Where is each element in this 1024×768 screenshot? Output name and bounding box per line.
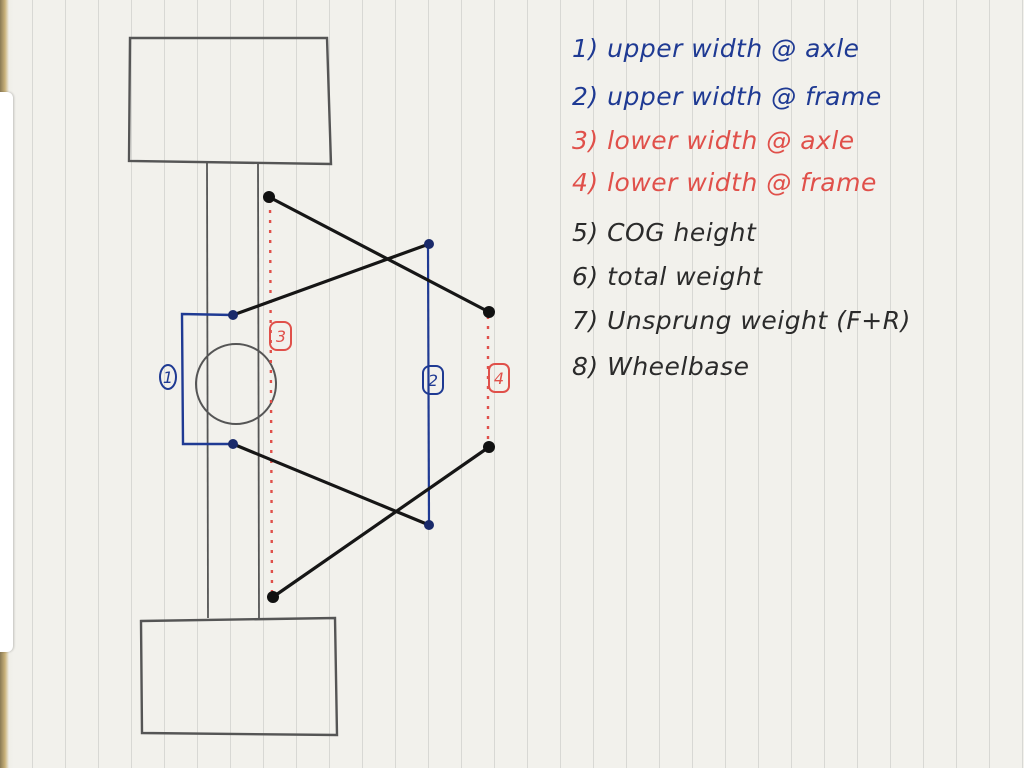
- hub-circle: [195, 343, 277, 425]
- axle-rail-right: [257, 162, 260, 619]
- callout-1: 1: [159, 364, 177, 390]
- pivot-point: [424, 520, 434, 530]
- lower-arm-short: [231, 442, 431, 527]
- pivot-point: [228, 310, 238, 320]
- note-item: 3) lower width @ axle: [572, 126, 855, 155]
- pivot-point: [228, 439, 238, 449]
- callout-3: 3: [269, 321, 292, 351]
- upper-arm-short: [231, 242, 431, 317]
- frame-vertical-line: [426, 243, 431, 526]
- lower-arm-long: [271, 445, 491, 599]
- upright-bracket: [180, 312, 234, 446]
- bottom-tire: [139, 616, 339, 737]
- note-item: 2) upper width @ frame: [572, 82, 882, 111]
- pivot-point: [483, 441, 495, 453]
- axle-rail-left: [206, 161, 209, 619]
- pivot-point: [263, 191, 275, 203]
- upper-arm-long: [267, 195, 491, 314]
- note-item: 8) Wheelbase: [572, 352, 750, 381]
- note-item: 1) upper width @ axle: [572, 34, 860, 63]
- lower-axle-dotted-line: [268, 199, 274, 595]
- pivot-point: [483, 306, 495, 318]
- top-tire: [127, 36, 333, 166]
- svg-text:1: 1: [163, 368, 173, 387]
- svg-text:4: 4: [494, 369, 504, 388]
- pivot-point: [424, 239, 434, 249]
- note-item: 6) total weight: [572, 262, 763, 291]
- pivot-point: [267, 591, 279, 603]
- note-item: 7) Unsprung weight (F+R): [572, 306, 911, 335]
- svg-text:3: 3: [276, 327, 286, 346]
- callout-2: 2: [422, 365, 444, 395]
- svg-text:2: 2: [428, 371, 438, 390]
- note-item: 5) COG height: [572, 218, 757, 247]
- note-item: 4) lower width @ frame: [572, 168, 877, 197]
- callout-4: 4: [488, 363, 510, 393]
